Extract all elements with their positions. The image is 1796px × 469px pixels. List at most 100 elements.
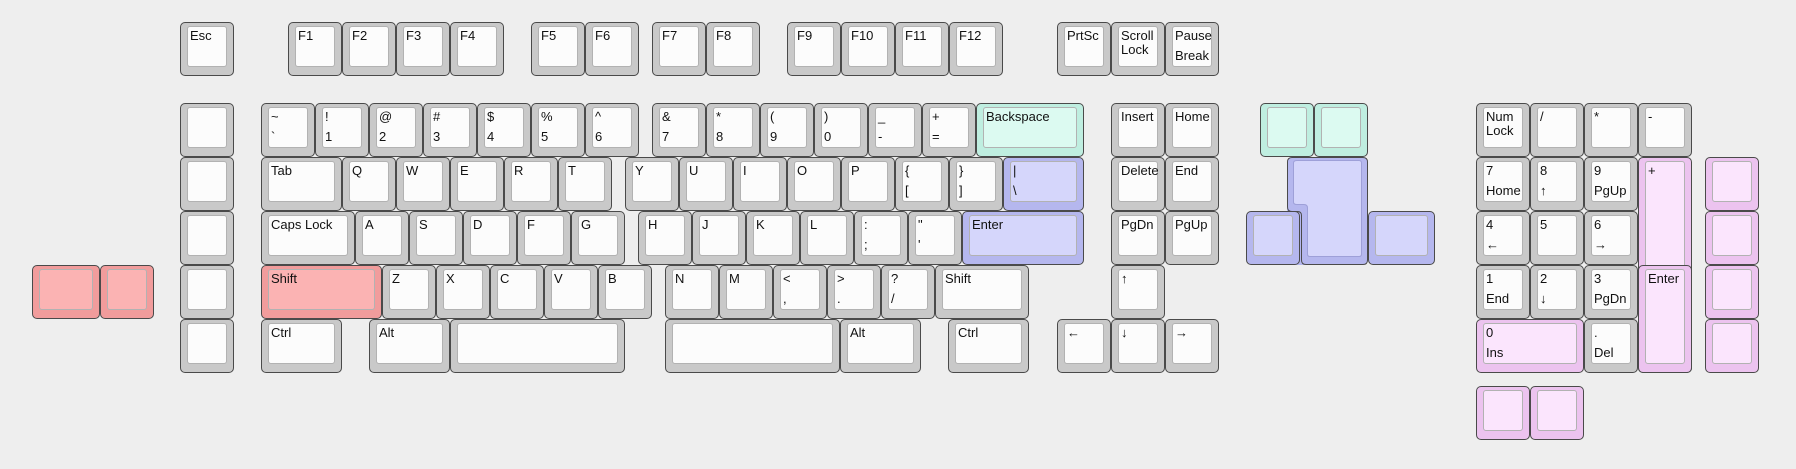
key-f9[interactable]: F9 bbox=[787, 22, 841, 76]
key-numpad-5[interactable]: 5 bbox=[1530, 211, 1584, 265]
key-left-shift[interactable]: Shift bbox=[261, 265, 382, 319]
key-arrow-left[interactable]: ← bbox=[1057, 319, 1111, 373]
key-macro-3[interactable] bbox=[180, 211, 234, 265]
key-end[interactable]: End bbox=[1165, 157, 1219, 211]
key-o[interactable]: O bbox=[787, 157, 841, 211]
key-pink-4[interactable] bbox=[1705, 319, 1759, 373]
key-numpad-slash[interactable]: / bbox=[1530, 103, 1584, 157]
key-f10[interactable]: F10 bbox=[841, 22, 895, 76]
key-slash[interactable]: ?/ bbox=[881, 265, 935, 319]
key-numpad-star[interactable]: * bbox=[1584, 103, 1638, 157]
key-comma[interactable]: <, bbox=[773, 265, 827, 319]
key-macro-4[interactable] bbox=[180, 265, 234, 319]
key-macro-2[interactable] bbox=[180, 157, 234, 211]
key-numpad-enter[interactable]: Enter bbox=[1638, 265, 1692, 373]
key-macro-1[interactable] bbox=[180, 103, 234, 157]
key-semicolon[interactable]: :; bbox=[854, 211, 908, 265]
key-pink-6[interactable] bbox=[1530, 386, 1584, 440]
key-b[interactable]: B bbox=[598, 265, 652, 319]
key-f1[interactable]: F1 bbox=[288, 22, 342, 76]
key-pgup[interactable]: PgUp bbox=[1165, 211, 1219, 265]
key-right-shift[interactable]: Shift bbox=[935, 265, 1029, 319]
key-pgdn[interactable]: PgDn bbox=[1111, 211, 1165, 265]
key-caps-lock[interactable]: Caps Lock bbox=[261, 211, 355, 265]
key-9[interactable]: (9 bbox=[760, 103, 814, 157]
key-mint-1[interactable] bbox=[1260, 103, 1314, 157]
key-enter[interactable]: Enter bbox=[962, 211, 1084, 265]
key-left-space[interactable] bbox=[450, 319, 625, 373]
key-i[interactable]: I bbox=[733, 157, 787, 211]
key-f4[interactable]: F4 bbox=[450, 22, 504, 76]
key-8[interactable]: *8 bbox=[706, 103, 760, 157]
key-period[interactable]: >. bbox=[827, 265, 881, 319]
key-2[interactable]: @2 bbox=[369, 103, 423, 157]
key-right-space[interactable] bbox=[665, 319, 840, 373]
key-tab[interactable]: Tab bbox=[261, 157, 342, 211]
key-e[interactable]: E bbox=[450, 157, 504, 211]
key-iso-enter[interactable] bbox=[1287, 157, 1368, 265]
key-red-1[interactable] bbox=[32, 265, 100, 319]
key-1[interactable]: !1 bbox=[315, 103, 369, 157]
key-v[interactable]: V bbox=[544, 265, 598, 319]
key-esc[interactable]: Esc bbox=[180, 22, 234, 76]
key-r[interactable]: R bbox=[504, 157, 558, 211]
key-left-ctrl[interactable]: Ctrl bbox=[261, 319, 342, 373]
key-5[interactable]: %5 bbox=[531, 103, 585, 157]
key-mint-2[interactable] bbox=[1314, 103, 1368, 157]
key-arrow-up[interactable]: ↑ bbox=[1111, 265, 1165, 319]
key-pink-3[interactable] bbox=[1705, 265, 1759, 319]
key-arrow-down[interactable]: ↓ bbox=[1111, 319, 1165, 373]
key-z[interactable]: Z bbox=[382, 265, 436, 319]
key-numpad-minus[interactable]: - bbox=[1638, 103, 1692, 157]
key-delete[interactable]: Delete bbox=[1111, 157, 1165, 211]
key-q[interactable]: Q bbox=[342, 157, 396, 211]
key-minus[interactable]: _- bbox=[868, 103, 922, 157]
key-4[interactable]: $4 bbox=[477, 103, 531, 157]
key-right-bracket[interactable]: }] bbox=[949, 157, 1003, 211]
key-pink-2[interactable] bbox=[1705, 211, 1759, 265]
key-grave[interactable]: ~` bbox=[261, 103, 315, 157]
key-right-ctrl[interactable]: Ctrl bbox=[948, 319, 1029, 373]
key-u[interactable]: U bbox=[679, 157, 733, 211]
key-prtsc[interactable]: PrtSc bbox=[1057, 22, 1111, 76]
key-j[interactable]: J bbox=[692, 211, 746, 265]
key-0[interactable]: )0 bbox=[814, 103, 868, 157]
key-k[interactable]: K bbox=[746, 211, 800, 265]
key-num-lock[interactable]: Num Lock bbox=[1476, 103, 1530, 157]
key-p[interactable]: P bbox=[841, 157, 895, 211]
key-pink-5[interactable] bbox=[1476, 386, 1530, 440]
key-equals[interactable]: += bbox=[922, 103, 976, 157]
key-macro-5[interactable] bbox=[180, 319, 234, 373]
key-x[interactable]: X bbox=[436, 265, 490, 319]
key-s[interactable]: S bbox=[409, 211, 463, 265]
key-d[interactable]: D bbox=[463, 211, 517, 265]
key-f12[interactable]: F12 bbox=[949, 22, 1003, 76]
key-3[interactable]: #3 bbox=[423, 103, 477, 157]
key-t[interactable]: T bbox=[558, 157, 612, 211]
key-f5[interactable]: F5 bbox=[531, 22, 585, 76]
key-y[interactable]: Y bbox=[625, 157, 679, 211]
key-backspace[interactable]: Backspace bbox=[976, 103, 1084, 157]
key-f6[interactable]: F6 bbox=[585, 22, 639, 76]
key-blue-left[interactable] bbox=[1246, 211, 1300, 265]
key-red-2[interactable] bbox=[100, 265, 154, 319]
key-l[interactable]: L bbox=[800, 211, 854, 265]
key-left-bracket[interactable]: {[ bbox=[895, 157, 949, 211]
key-numpad-4[interactable]: 4← bbox=[1476, 211, 1530, 265]
key-f2[interactable]: F2 bbox=[342, 22, 396, 76]
key-scroll-lock[interactable]: Scroll Lock bbox=[1111, 22, 1165, 76]
key-quote[interactable]: "' bbox=[908, 211, 962, 265]
key-backslash[interactable]: |\ bbox=[1003, 157, 1084, 211]
key-n[interactable]: N bbox=[665, 265, 719, 319]
key-numpad-dot[interactable]: .Del bbox=[1584, 319, 1638, 373]
key-h[interactable]: H bbox=[638, 211, 692, 265]
key-f3[interactable]: F3 bbox=[396, 22, 450, 76]
key-a[interactable]: A bbox=[355, 211, 409, 265]
key-m[interactable]: M bbox=[719, 265, 773, 319]
key-numpad-6[interactable]: 6→ bbox=[1584, 211, 1638, 265]
key-c[interactable]: C bbox=[490, 265, 544, 319]
